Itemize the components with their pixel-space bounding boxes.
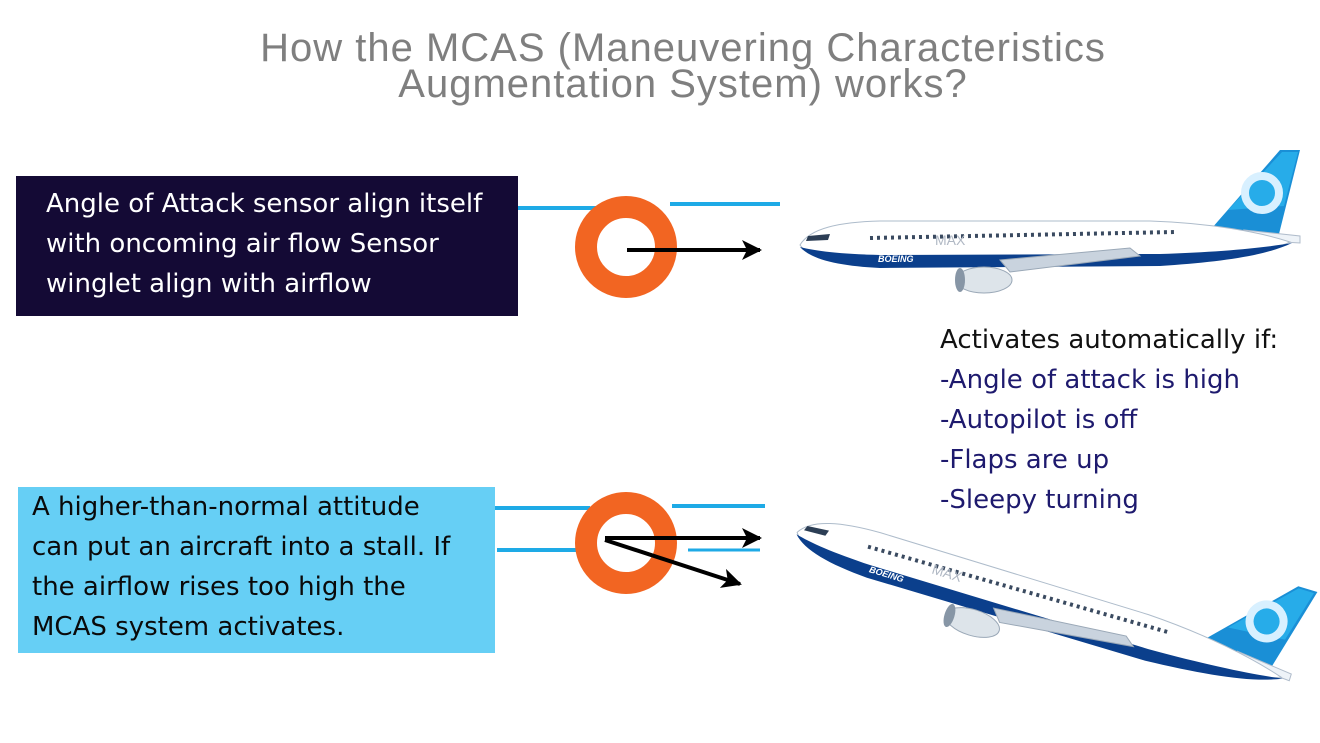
stall-explanation-box: A higher-than-normal attitude can put an…	[18, 487, 495, 653]
condition-turning: -Sleepy turning	[940, 485, 1139, 515]
normal-text-line-3: winglet align with airflow	[46, 269, 372, 299]
airflow-lines-stall	[495, 504, 765, 552]
title-line-1: How the MCAS (Maneuvering Characteristic…	[260, 26, 1106, 70]
aircraft-level-model-label: MAX	[935, 232, 966, 248]
stall-text-line-2: can put an aircraft into a stall. If	[32, 532, 451, 562]
condition-angle-of-attack: -Angle of attack is high	[940, 365, 1240, 395]
stall-text-line-1: A higher-than-normal attitude	[32, 492, 420, 522]
sensor-ring-normal	[575, 196, 677, 298]
conditions-heading: Activates automatically if:	[940, 325, 1279, 355]
condition-autopilot: -Autopilot is off	[940, 405, 1138, 435]
normal-text-line-1: Angle of Attack sensor align itself	[46, 189, 483, 219]
aircraft-level: MAX BOEING	[799, 150, 1301, 294]
airflow-lines-normal	[518, 202, 780, 210]
sensor-ring-stall	[575, 492, 677, 594]
stall-text-line-4: MCAS system activates.	[32, 612, 345, 642]
aircraft-level-brand-label: BOEING	[878, 254, 914, 264]
activation-conditions: Activates automatically if: -Angle of at…	[940, 320, 1278, 520]
condition-flaps: -Flaps are up	[940, 445, 1110, 475]
aircraft-nose-up: MAX BOEING	[796, 523, 1318, 682]
normal-text-line-2: with oncoming air flow Sensor	[46, 229, 439, 259]
normal-flight-explanation-box: Angle of Attack sensor align itself with…	[16, 176, 518, 316]
diagram-title: How the MCAS (Maneuvering Characteristic…	[0, 26, 1320, 106]
stall-text-line-3: the airflow rises too high the	[32, 572, 406, 602]
airflow-arrow-rising	[604, 538, 742, 588]
title-line-2: Augmentation System) works?	[398, 62, 968, 106]
